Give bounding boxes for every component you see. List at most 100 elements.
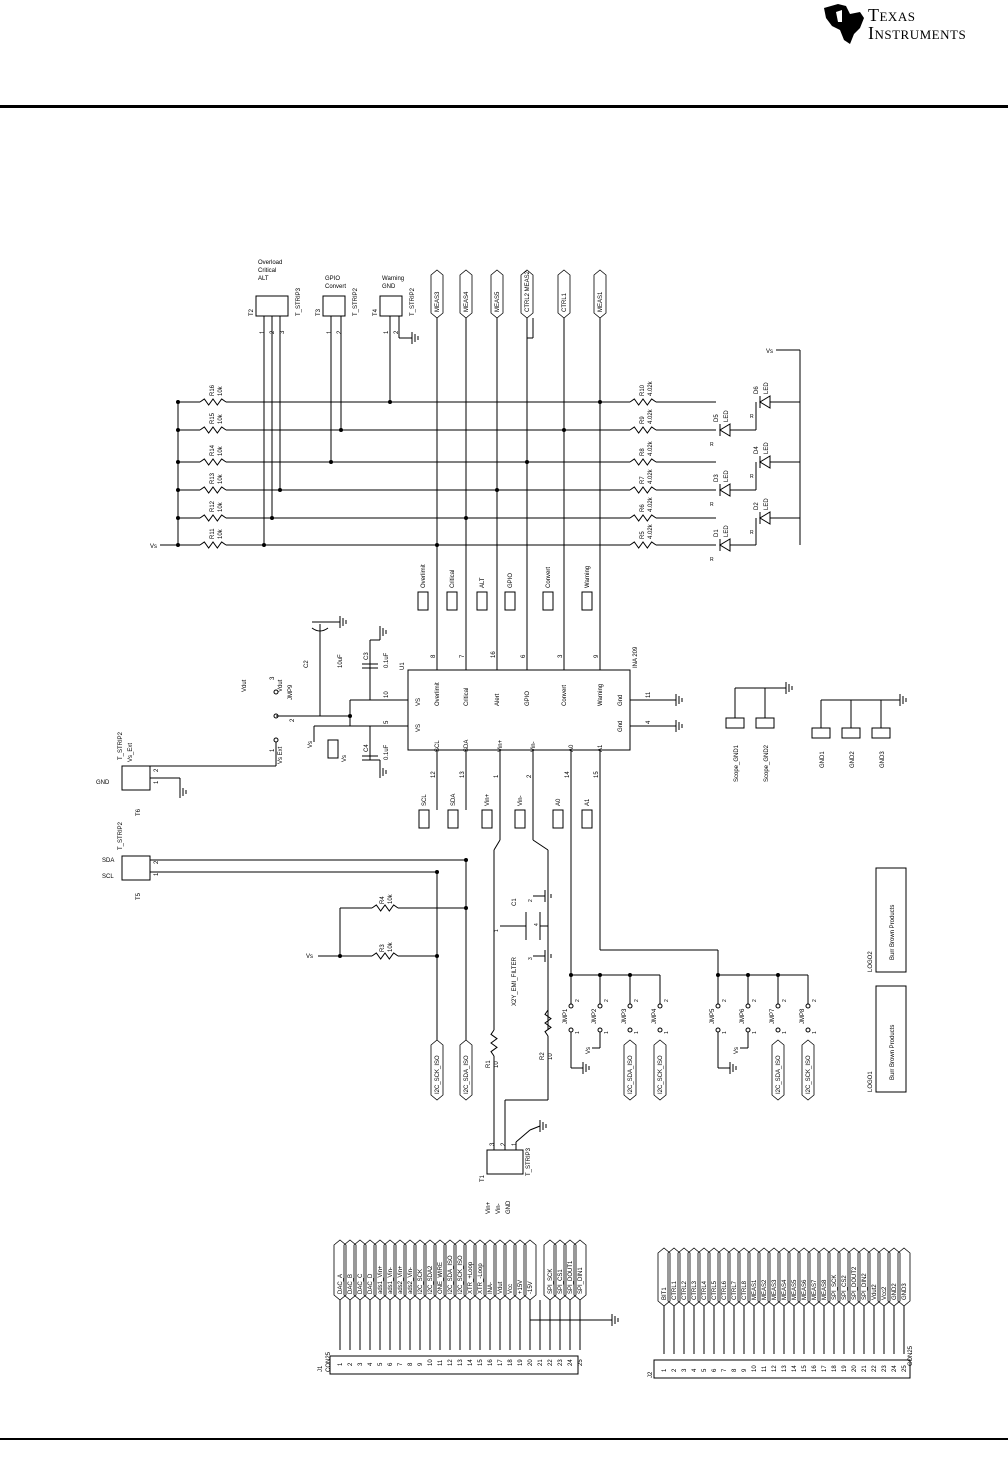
pin-number: 15: [478, 1359, 484, 1366]
pin-number: 10: [752, 1365, 758, 1372]
connector-part: T_STRIP2: [118, 731, 124, 760]
logo-text: Burr Brown Products: [890, 1025, 896, 1080]
net-label: [877, 1247, 891, 1307]
connector-part: T_STRIP2: [410, 287, 416, 316]
led-d6-icon: [759, 395, 771, 409]
net-label-text: CTRL6: [722, 1280, 728, 1300]
pin-number: 2: [154, 768, 160, 772]
net-label-text: MEAS5: [792, 1279, 798, 1300]
jumper-pin: [657, 1027, 663, 1033]
resistor-value: 10: [494, 1061, 500, 1068]
resistor-ref: R14: [210, 444, 216, 456]
testpoint-label: A1: [585, 798, 591, 806]
net-label-text: CTRL2 MEAS2: [525, 270, 531, 312]
ic-pin-number: 8: [431, 654, 437, 658]
resistor-r5: [629, 541, 657, 549]
pin-number: 2: [672, 1368, 678, 1372]
pin-number: 1: [494, 929, 500, 932]
pin-number: 1: [664, 1031, 670, 1034]
net-label-text: BIT1: [662, 1287, 668, 1300]
led-ref: D2: [754, 502, 760, 510]
led-arrow: R: [710, 557, 714, 563]
net-label: [373, 1239, 387, 1301]
testpoint-vs: [327, 739, 339, 759]
connector-part: CON25: [326, 1351, 332, 1372]
jumper-pin: [745, 1003, 751, 1009]
resistor-ref: R15: [210, 412, 216, 424]
ic-pin-number: 5: [384, 720, 390, 724]
resistor-r6: [629, 514, 657, 522]
jumper-pin: [657, 1003, 663, 1009]
junction-dot: [495, 488, 499, 492]
resistor-r15: [199, 426, 227, 434]
net-label: [707, 1247, 721, 1307]
jumper-pin: [805, 1027, 811, 1033]
pin-number: 1: [722, 1031, 728, 1034]
pin-number: 13: [782, 1365, 788, 1372]
net-label-text: CTRL1: [672, 1280, 678, 1300]
junction-dot: [339, 428, 343, 432]
resistor-r12: [199, 514, 227, 522]
resistor-value: 10k: [218, 528, 224, 539]
net-label: [867, 1247, 881, 1307]
net-label-text: DAC_A: [338, 1274, 344, 1294]
wire: [493, 839, 501, 851]
testpoint-a1: [581, 809, 593, 829]
net-label: [777, 1247, 791, 1307]
testpoint-label: Vin+: [485, 793, 491, 806]
jumper-ref: JMP8: [800, 1008, 806, 1024]
led-ref: D4: [754, 446, 760, 454]
resistor-r14: [199, 458, 227, 466]
net-label-text: DAC_C: [358, 1273, 364, 1294]
junction-dot: [176, 488, 180, 492]
resistor-r7: [629, 486, 657, 494]
net-label-text: MEAS4: [782, 1279, 788, 1300]
net-label: [737, 1247, 751, 1307]
connector-signal: GND: [506, 1200, 512, 1214]
resistor-r13: [199, 486, 227, 494]
connector-signal: ALT: [258, 276, 269, 282]
pin-number: 4: [534, 923, 540, 926]
connector-t6: [121, 765, 151, 791]
net-label-text: I2C_SDA2: [428, 1265, 434, 1294]
ic-pin-name: VS: [416, 698, 422, 706]
pin-number: 5: [378, 1362, 384, 1366]
net-label-text: I2C_SCK_ISO: [435, 1055, 441, 1094]
jumper-ref: JMP6: [740, 1008, 746, 1024]
led-ref: D3: [714, 474, 720, 482]
led-type: LED: [764, 498, 770, 510]
pin-number: 2: [394, 330, 400, 334]
jumper-ref: JMP3: [622, 1008, 628, 1024]
junction-dot: [176, 516, 180, 520]
net-label-text: I2C_SCK_ISO: [458, 1255, 464, 1294]
pin-number: 20: [528, 1359, 534, 1366]
pin-number: 3: [682, 1368, 688, 1372]
junction-dot: [435, 954, 439, 958]
net-label-text: XTR_-Loop: [478, 1263, 484, 1294]
vs-label: Vs: [308, 741, 314, 748]
net-label: [383, 1239, 397, 1301]
pin-number: 17: [498, 1359, 504, 1366]
junction-dot: [464, 516, 468, 520]
net-label-text: ads2_Vin+: [398, 1265, 404, 1294]
net-label-text: MEAS3: [435, 291, 441, 312]
ic-pin-number: 1: [494, 774, 500, 778]
net-label: [727, 1247, 741, 1307]
testpoint-label: A0: [556, 798, 562, 806]
ic-pin-name: Convert: [562, 685, 568, 706]
led-ref: D5: [714, 414, 720, 422]
resistor-value: 10k: [218, 385, 224, 396]
led-ref: D6: [754, 386, 760, 394]
net-label-text: MEAS3: [772, 1279, 778, 1300]
resistor-value: 10k: [218, 501, 224, 512]
jumper-ref: JMP2: [592, 1008, 598, 1024]
testpoint-a0: [552, 809, 564, 829]
pin-number: 11: [438, 1359, 444, 1366]
pin-number: 5: [702, 1368, 708, 1372]
net-label-text: INA-: [488, 1282, 494, 1294]
resistor-r9: [629, 426, 657, 434]
net-label: [771, 1039, 785, 1101]
net-label: [433, 1239, 447, 1301]
connector-ref: T3: [316, 308, 322, 316]
